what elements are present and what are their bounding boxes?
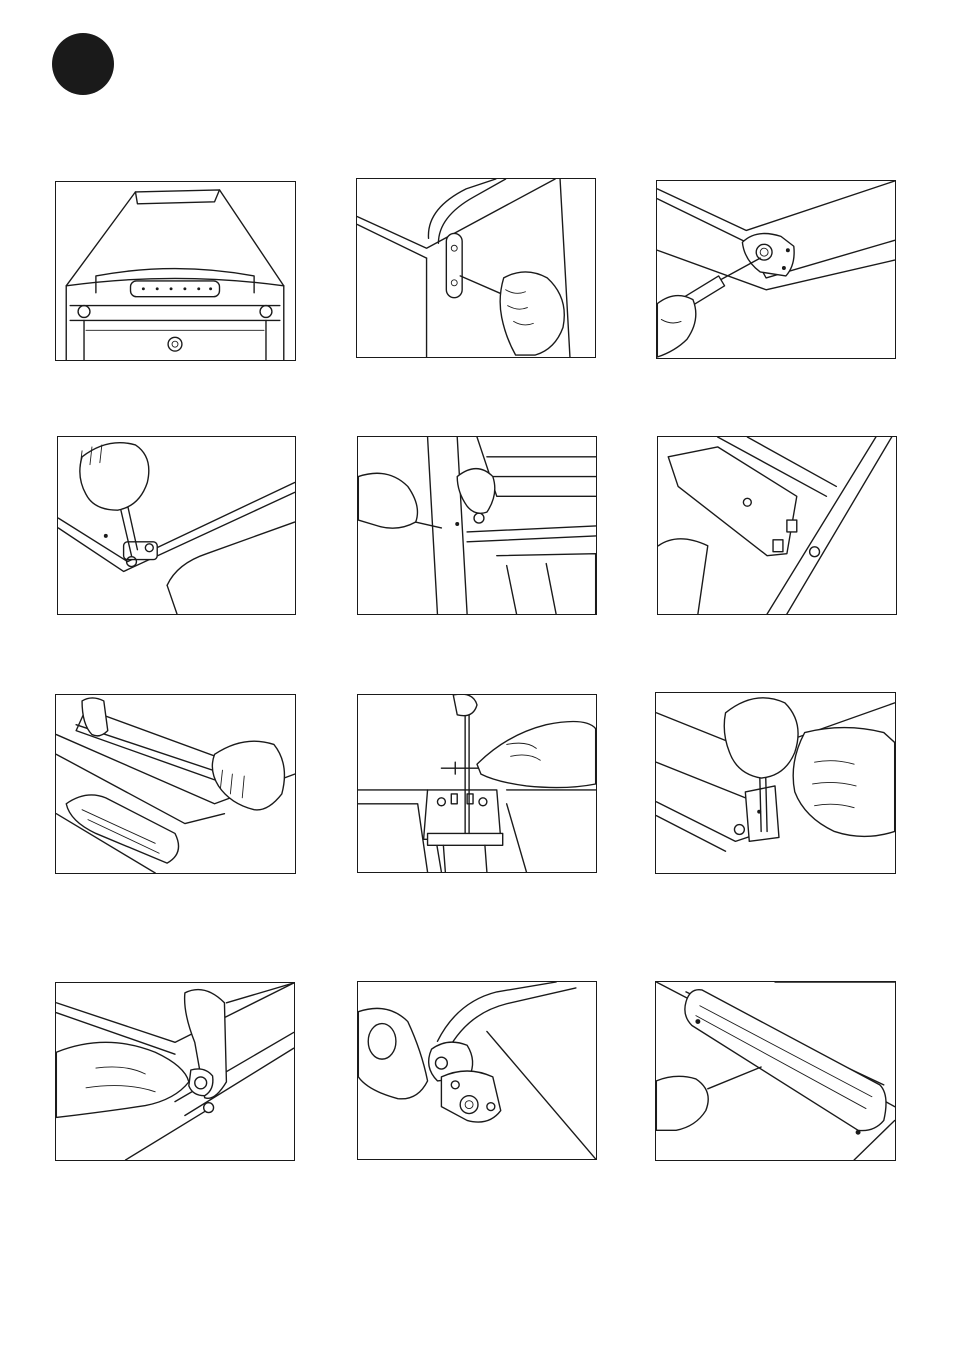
- hinge-bracket-detail-icon: [658, 437, 896, 614]
- illustration-panel-2: [356, 178, 596, 358]
- screw-handle-bottom-icon: [656, 982, 895, 1160]
- illustration-panel-12: [655, 981, 896, 1161]
- insert-hinge-pin-icon: [56, 983, 294, 1160]
- fit-hinge-plate-icon: [358, 695, 596, 872]
- step-marker-icon: [52, 33, 114, 95]
- illustration-panel-1: [55, 181, 296, 361]
- remove-door-screw-icon: [358, 437, 596, 614]
- rotate-hinge-cap-icon: [358, 982, 596, 1159]
- fridge-top-front-view-icon: [56, 182, 295, 360]
- illustration-panel-11: [357, 981, 597, 1160]
- illustration-panel-5: [357, 436, 597, 615]
- illustration-panel-6: [657, 436, 897, 615]
- illustration-panel-4: [57, 436, 296, 615]
- lift-door-off-icon: [56, 695, 295, 873]
- unscrew-handle-top-icon: [357, 179, 595, 357]
- unscrew-hinge-bolt-icon: [58, 437, 295, 614]
- illustration-panel-7: [55, 694, 296, 874]
- illustration-panel-8: [357, 694, 597, 873]
- illustration-panel-9: [655, 692, 896, 874]
- illustration-panel-3: [656, 180, 896, 359]
- screwdriver-hinge-cover-icon: [657, 181, 895, 358]
- illustration-panel-10: [55, 982, 295, 1161]
- tighten-hinge-screw-icon: [656, 693, 895, 873]
